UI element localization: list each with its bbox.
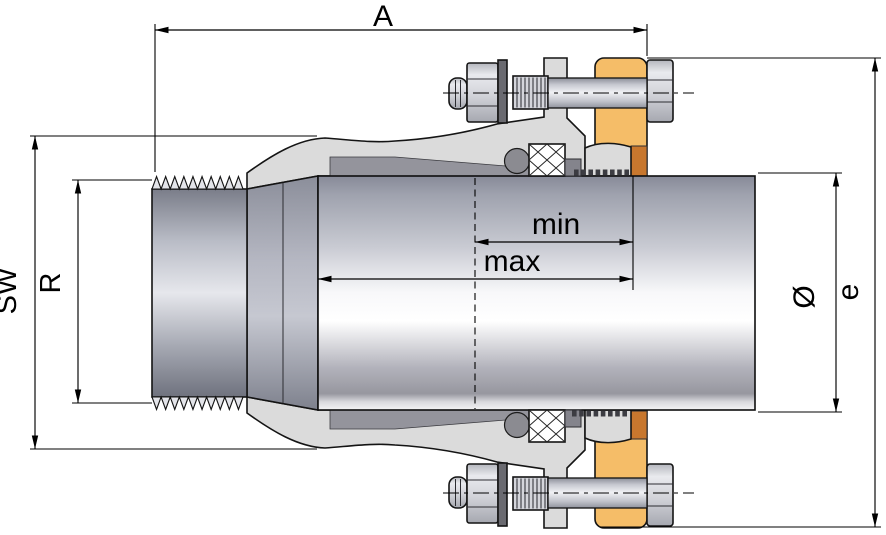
dimension-diameter: Ø	[758, 172, 842, 413]
bolt-top	[443, 59, 694, 124]
dimension-a: A	[154, 0, 648, 172]
bolt-end-top	[448, 77, 468, 110]
grip-teeth-bottom	[572, 410, 627, 417]
cone-transition	[246, 175, 319, 411]
o-ring-bottom	[503, 411, 531, 439]
dim-a-label: A	[373, 0, 393, 33]
washer-top	[497, 59, 508, 124]
hex-nut-left-top	[466, 62, 499, 123]
grip-ring-bottom	[564, 409, 582, 428]
hex-nut-right-bottom	[646, 463, 674, 527]
dim-min-label: min	[532, 208, 580, 241]
washer-bottom	[497, 462, 508, 527]
bolt-end-bottom	[448, 476, 468, 509]
dimension-sw: SW	[0, 135, 317, 450]
bolt-bottom	[443, 462, 694, 527]
dim-diameter-label: Ø	[788, 285, 821, 308]
dim-e-label: e	[832, 284, 865, 301]
thread-crests-bottom	[151, 395, 244, 412]
dim-sw-label: SW	[0, 267, 23, 314]
bolt-thread-top	[512, 75, 549, 110]
male-thread-end	[151, 174, 248, 412]
packing-top	[528, 143, 566, 177]
flange-hub-bottom	[630, 410, 648, 440]
dim-max-label: max	[484, 245, 541, 278]
hex-nut-left-bottom	[466, 463, 499, 524]
dimension-e: e	[600, 57, 881, 528]
gland-bracket-bottom	[584, 409, 632, 444]
dimension-min: min	[475, 208, 633, 246]
seal-assembly-bottom	[503, 409, 627, 443]
dim-r-label: R	[35, 273, 67, 294]
dimension-max: max	[318, 245, 633, 283]
bolt-thread-bottom	[512, 476, 549, 511]
flange-hub-top	[630, 145, 648, 177]
grip-teeth-top	[574, 169, 629, 176]
thread-crests-top	[151, 174, 244, 191]
hex-nut-right-top	[646, 59, 674, 123]
seal-assembly-top	[503, 143, 629, 177]
packing-bottom	[528, 409, 566, 443]
o-ring-top	[503, 147, 531, 175]
dimension-r: R	[35, 179, 152, 404]
gland-bracket-top	[584, 142, 632, 177]
